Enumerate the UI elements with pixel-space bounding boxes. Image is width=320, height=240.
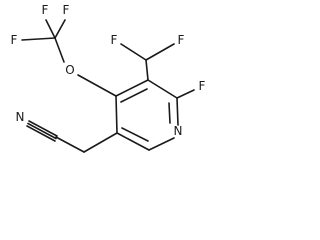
ring-bond-c5-c4 bbox=[115, 95, 118, 134]
bond-lines bbox=[21, 19, 195, 153]
bond-ring-f bbox=[176, 89, 195, 99]
ring-bond-n-c6 bbox=[148, 137, 175, 151]
atom-n-ring: N bbox=[174, 124, 183, 138]
bond-chf2-f-right bbox=[145, 43, 175, 61]
nitrile-bond-center bbox=[27, 122, 57, 140]
atom-f-chf2-right: F bbox=[178, 33, 185, 47]
atom-f-cf3-top-right: F bbox=[63, 3, 70, 17]
structure-drawing: F F F O F F F N N bbox=[11, 3, 206, 153]
atom-f-chf2-left: F bbox=[111, 33, 118, 47]
bond-c-f-left bbox=[21, 37, 56, 41]
bond-c-f-top-left bbox=[45, 19, 56, 39]
nitrile-bond-outer-b bbox=[26, 125, 56, 142]
ring-double-bond-c6-c5 bbox=[121, 127, 149, 142]
bond-o-ring bbox=[77, 74, 117, 97]
ring-bond-c4-c3 bbox=[115, 79, 149, 97]
bond-c-f-top-right bbox=[54, 19, 66, 39]
atom-f-cf3-top-left: F bbox=[42, 3, 49, 17]
bond-cf3-o bbox=[54, 37, 65, 63]
atom-f-cf3-left: F bbox=[11, 33, 18, 47]
bond-ring-ch2 bbox=[83, 132, 118, 153]
atom-labels: F F F O F F F N N bbox=[11, 3, 206, 138]
ring-bond-c6-c5 bbox=[116, 132, 150, 151]
ring-double-bond-c2-n bbox=[168, 102, 171, 124]
bond-chf2-f-left bbox=[120, 43, 147, 61]
atom-n-nitrile: N bbox=[16, 110, 25, 124]
ring-bond-c3-c2 bbox=[147, 79, 178, 99]
bond-ch2-cn bbox=[55, 136, 85, 153]
ring-double-bond-c4-c3 bbox=[120, 88, 148, 103]
molecule-structure: F F F O F F F N N bbox=[11, 3, 206, 153]
nitrile-bond-outer-a bbox=[28, 120, 58, 137]
atom-o-ether: O bbox=[65, 63, 74, 77]
ring-bond-c2-n bbox=[176, 97, 179, 126]
atom-f-ring: F bbox=[199, 79, 206, 93]
bond-chf2-ring bbox=[145, 59, 149, 81]
